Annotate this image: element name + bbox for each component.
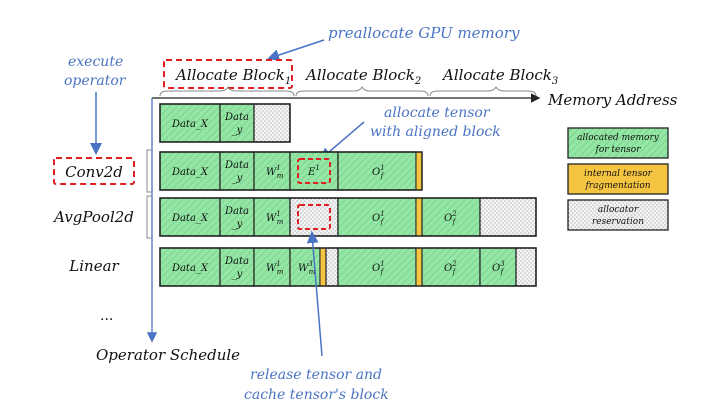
execute-label-line1: execute [68,54,123,70]
operator-avgpool2d: AvgPool2d [52,208,134,226]
cell-w1 [253,247,291,287]
cell-data-y-label-1: Data [224,256,249,267]
conv2d-highlight [53,157,135,185]
legend-allocated-line1: allocated memory [577,133,660,143]
allocate-tensor-line2: with aligned block [370,124,501,140]
block1-label: Allocate Block1 [174,66,291,87]
cell-data-y-label-1: Data [224,206,249,217]
cell-data-y [219,151,255,191]
cell-data-y-label-2: _y [232,269,243,280]
cell-w1 [253,197,291,237]
legend-reservation-swatch [567,199,669,231]
cell-data-y [219,103,255,143]
block1-brace [159,85,295,97]
operator-conv2d: Conv2d [65,163,123,181]
cell-data-x [159,247,221,287]
cell-data-y-label-1: Data [224,160,249,171]
cell-o2 [421,247,481,287]
cell-o1 [337,151,417,191]
cell-reservation [325,247,339,287]
block3-brace [429,85,537,97]
cell-e1-highlight [297,158,331,184]
cell-o3 [479,247,517,287]
preallocate-label: preallocate GPU memory [328,24,520,42]
row-outline [159,103,291,143]
cell-data-x-label: Data_X [171,167,209,178]
cell-reservation [253,103,291,143]
block2-label: Allocate Block2 [304,66,421,87]
row-outline [159,247,537,287]
cell-fragmentation [415,151,423,191]
cell-data-x-label: Data_X [171,263,209,274]
legend-fragmentation-line2: fragmentation [584,181,650,191]
cell-e1-label: E1 [307,164,320,178]
cell-data-y [219,197,255,237]
release-arrow [306,231,323,357]
cell-data-y-label-2: _y [232,219,243,230]
row-outline [159,151,423,191]
allocate-tensor-line1: allocate tensor [384,105,491,121]
conv2d-brace [146,149,152,193]
preallocate-arrow [267,39,325,61]
memory-address-label: Memory Address [547,91,678,109]
block2-brace [295,85,429,97]
cell-fragmentation [415,247,423,287]
operator-schedule-label: Operator Schedule [96,346,240,364]
legend: allocated memory for tensor internal ten… [567,127,669,231]
cell-data-y-label-2: _y [232,173,243,184]
cell-reservation [479,197,537,237]
legend-reservation-line2: reservation [592,217,644,227]
row-outline [159,197,537,237]
execute-label-line2: operator [64,73,127,89]
cell-fragmentation [415,197,423,237]
legend-fragmentation-swatch [567,163,669,195]
cell-data-x-label: Data_X [171,213,209,224]
legend-fragmentation-line1: internal tensor [584,169,653,179]
legend-allocated-swatch [567,127,669,159]
release-line2: cache tensor's block [244,387,389,403]
cell-data-y-label-1: Data [224,112,249,123]
cell-reservation [515,247,537,287]
cell-released-highlight [297,204,331,230]
cell-data-y-label-2: _y [232,125,243,136]
cell-data-y [219,247,255,287]
release-line1: release tensor and [250,367,382,383]
avgpool2d-brace [146,195,152,239]
cell-data-x-label: Data_X [171,119,209,130]
ellipsis: ... [100,308,113,324]
legend-reservation-line1: allocator [598,205,639,215]
block3-label: Allocate Block3 [441,66,558,87]
row-initial: Data_X Data _y [159,103,291,143]
cell-fragmentation [319,247,327,287]
legend-allocated-line2: for tensor [595,145,642,155]
operator-linear: Linear [68,257,119,275]
